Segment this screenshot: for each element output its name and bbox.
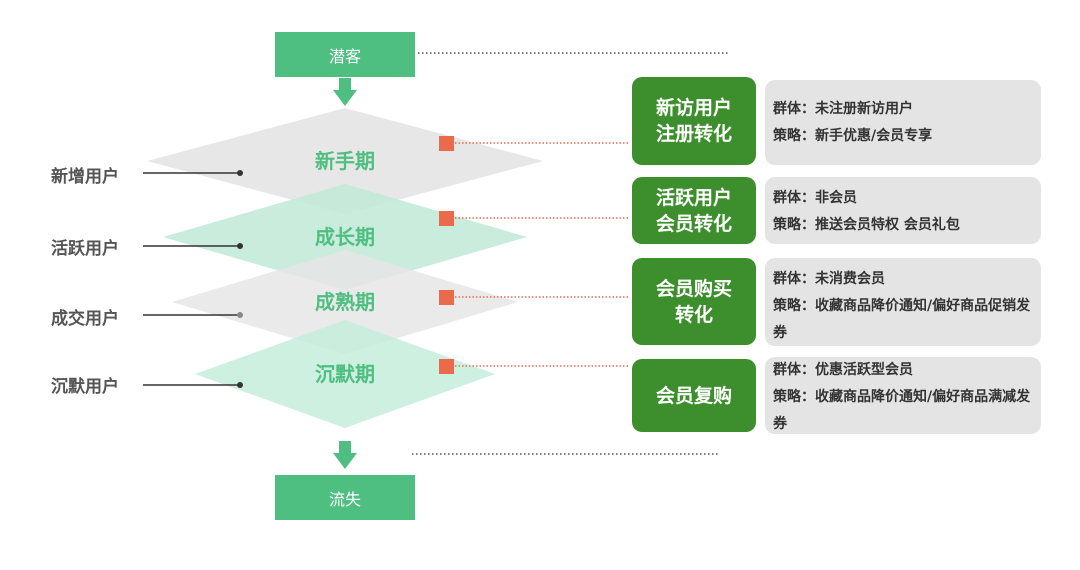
stage-marker [439, 136, 454, 151]
conversion-line: 会员复购 [655, 384, 732, 407]
user-connector-dot [237, 382, 243, 388]
conversion-line: 活跃用户 [655, 186, 732, 209]
conversion-badge-repurchase: 会员复购 [632, 359, 756, 432]
conversion-line: 新访用户 [655, 97, 732, 119]
info-card-register: 群体：未注册新访用户 策略：新手优惠/会员专享 [765, 80, 1041, 165]
stage-diamond-1 [147, 108, 543, 214]
arrow-down-icon [333, 78, 357, 106]
info-card-repurchase: 群体：优惠活跃型会员 策略：收藏商品降价通知/偏好商品满减发券 [765, 357, 1041, 434]
prospect-box: 潜客 [275, 32, 415, 77]
stage-marker [439, 359, 454, 374]
info-group: 群体：非会员 [773, 190, 857, 206]
info-strategy: 策略：推送会员特权 会员礼包 [773, 217, 960, 233]
stage-label-newbie: 新手期 [315, 149, 375, 173]
stage-diamond-3 [172, 250, 518, 354]
user-connector-dot [237, 312, 243, 318]
user-label-dormant: 沉默用户 [51, 377, 119, 397]
info-strategy: 策略：收藏商品降价通知/偏好商品满减发券 [773, 389, 1031, 432]
arrow-down-icon [333, 441, 357, 469]
conversion-badge-register: 新访用户 注册转化 [632, 77, 756, 165]
user-connector-dot [237, 170, 243, 176]
conversion-badge-member: 活跃用户 会员转化 [632, 177, 756, 244]
info-strategy: 策略：收藏商品降价通知/偏好商品促销发券 [773, 298, 1031, 341]
info-group: 群体：未注册新访用户 [773, 101, 913, 117]
stage-diamond-4 [195, 320, 495, 428]
stage-marker [439, 211, 454, 226]
stage-label-dormant: 沉默期 [315, 362, 375, 386]
info-group: 群体：优惠活跃型会员 [773, 362, 913, 378]
conversion-line: 转化 [674, 303, 713, 326]
user-label-purchasing: 成交用户 [51, 309, 119, 329]
conversion-line: 注册转化 [655, 123, 732, 145]
stage-label-growth: 成长期 [315, 225, 375, 249]
stage-diamond-2 [163, 184, 527, 290]
user-label-new: 新增用户 [51, 167, 119, 187]
conversion-line: 会员购买 [655, 277, 732, 300]
user-connector-dot [237, 243, 243, 249]
conversion-badge-purchase: 会员购买 转化 [632, 258, 756, 345]
churn-box: 流失 [275, 475, 415, 520]
stage-label-mature: 成熟期 [315, 290, 375, 314]
info-strategy: 策略：新手优惠/会员专享 [773, 128, 933, 144]
stage-marker [439, 290, 454, 305]
info-card-purchase: 群体：未消费会员 策略：收藏商品降价通知/偏好商品促销发券 [765, 258, 1041, 346]
info-group: 群体：未消费会员 [773, 271, 885, 287]
conversion-line: 会员转化 [655, 212, 732, 235]
user-label-active: 活跃用户 [51, 239, 119, 259]
info-card-member: 群体：非会员 策略：推送会员特权 会员礼包 [765, 177, 1041, 244]
